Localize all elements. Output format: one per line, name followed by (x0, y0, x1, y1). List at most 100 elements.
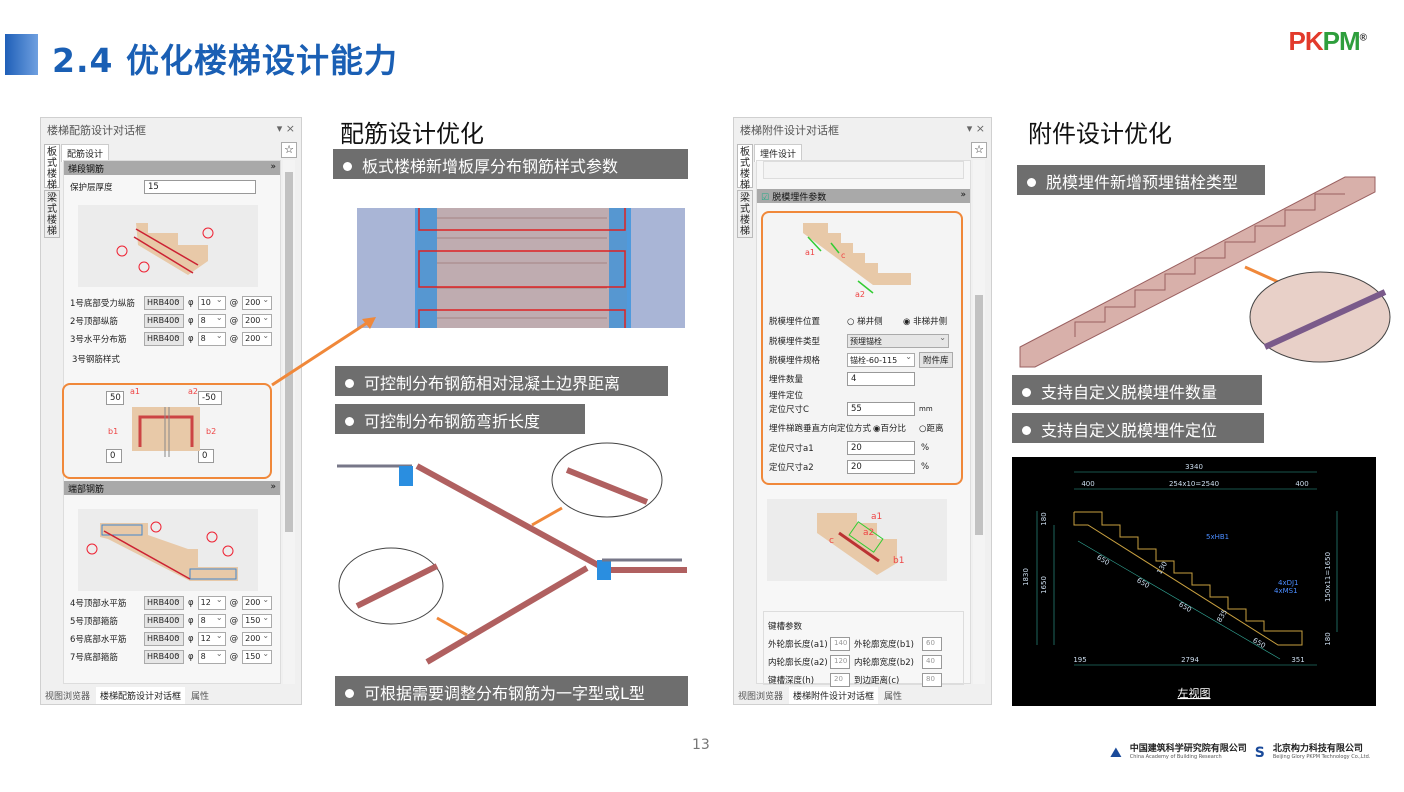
svg-text:b1: b1 (893, 556, 904, 566)
spacing-select[interactable]: 200 (242, 595, 273, 610)
groove-input[interactable]: 20 (830, 673, 850, 687)
grade-select[interactable]: HRB400 (144, 295, 184, 310)
radio-percent[interactable]: ◉百分比 (873, 424, 906, 434)
diameter-select[interactable]: 8 (197, 613, 226, 628)
vtab-beam-stair[interactable]: 梁式楼梯 (44, 190, 60, 238)
c-input[interactable]: 55 (847, 402, 915, 416)
diameter-select[interactable]: 12 (197, 595, 226, 610)
embed-spec-select[interactable]: 锚栓-60-115 (847, 352, 915, 367)
dialog-controls[interactable]: ▾ × (966, 122, 985, 135)
groove-row: 内轮廓长度(a2)120 内轮廓宽度(b2)40 (768, 654, 959, 670)
a2-input[interactable]: -50 (198, 391, 222, 405)
cad-dimension: 2794 (1181, 656, 1199, 664)
groove-input[interactable]: 40 (922, 655, 942, 669)
diameter-select[interactable]: 8 (197, 313, 226, 328)
tab-attachment-dialog[interactable]: 楼梯附件设计对话框 (789, 686, 879, 704)
groove-row: 外轮廓长度(a1)140 外轮廓宽度(b1)60 (768, 636, 959, 652)
rebar-row: 5号顶部箍筋 HRB400 φ 8 @ 150 (70, 613, 276, 629)
spacing-select[interactable]: 150 (242, 649, 273, 664)
a1-input[interactable]: 20 (847, 441, 915, 455)
section-flight-rebar[interactable]: 梯段钢筋» (64, 161, 280, 175)
caption-2: 可控制分布钢筋相对混凝土边界距离 (335, 366, 668, 396)
cover-input[interactable]: 15 (144, 180, 256, 194)
cad-dimension: 1830 (1022, 568, 1030, 586)
bottom-tabs: 视图浏览器楼梯附件设计对话框属性 (734, 686, 991, 704)
vtab-slab-stair[interactable]: 板式楼梯 (44, 144, 60, 191)
radio-well-side[interactable]: ○ 梯井侧 (847, 317, 883, 327)
section-end-rebar[interactable]: 端部钢筋» (64, 481, 280, 495)
cad-dimension: 180 (1324, 632, 1332, 645)
arrow-1 (271, 317, 376, 387)
grade-select[interactable]: HRB400 (144, 313, 184, 328)
embed-type-select[interactable]: 预埋锚栓 (847, 333, 949, 348)
spacing-select[interactable]: 200 (242, 631, 273, 646)
tab-view-browser[interactable]: 视图浏览器 (738, 691, 784, 702)
grade-select[interactable]: HRB400 (144, 595, 184, 610)
rebar-row: 6号底部水平筋 HRB400 φ 12 @ 200 (70, 631, 276, 647)
caption-r2: 支持自定义脱模埋件数量 (1012, 375, 1262, 405)
rebar-row: 1号底部受力纵筋 HRB400 φ 10 @ 200 (70, 295, 276, 311)
dialog-title: 楼梯附件设计对话框▾ × (740, 122, 985, 137)
attachment-design-dialog: 楼梯附件设计对话框▾ × 板式楼梯 梁式楼梯 埋件设计 ☆ ☑ 脱模埋件参数» … (733, 117, 992, 705)
groove-input[interactable]: 120 (830, 655, 850, 669)
groove-group: 键槽参数 外轮廓长度(a1)140 外轮廓宽度(b1)60 内轮廓长度(a2)1… (763, 611, 964, 687)
a2-input[interactable]: 20 (847, 460, 915, 474)
cabr-logo-icon: ⛰ (1110, 745, 1122, 761)
grade-select[interactable]: HRB400 (144, 649, 184, 664)
cad-dimension: 180 (1040, 512, 1048, 525)
cad-dimension: 650 (1177, 600, 1193, 614)
rebar-row: 2号顶部纵筋 HRB400 φ 8 @ 200 (70, 313, 276, 329)
radio-non-well-side[interactable]: ◉ 非梯井侧 (903, 317, 948, 327)
caption-r3: 支持自定义脱模埋件定位 (1012, 413, 1264, 443)
svg-text:c: c (841, 251, 845, 260)
section-demold-embed[interactable]: ☑ 脱模埋件参数» (757, 189, 970, 203)
spacing-select[interactable]: 150 (242, 613, 273, 628)
spacing-select[interactable]: 200 (242, 331, 273, 346)
spacing-select[interactable]: 200 (242, 313, 273, 328)
diameter-select[interactable]: 8 (197, 649, 226, 664)
diameter-select[interactable]: 12 (197, 631, 226, 646)
a1-input[interactable]: 50 (106, 391, 124, 405)
pkpm-logo: PKPM® (1288, 26, 1367, 56)
svg-text:c: c (829, 536, 834, 546)
library-button[interactable]: 附件库 (919, 352, 953, 368)
grade-select[interactable]: HRB400 (144, 331, 184, 346)
grade-select[interactable]: HRB400 (144, 613, 184, 628)
vtab-beam-stair[interactable]: 梁式楼梯 (737, 190, 753, 238)
tab-properties[interactable]: 属性 (191, 691, 210, 702)
rebar-design-dialog: 楼梯配筋设计对话框▾ × 板式楼梯 梁式楼梯 配筋设计 ☆ 梯段钢筋» 保护层厚… (40, 117, 302, 705)
tab-view-browser[interactable]: 视图浏览器 (45, 691, 91, 702)
groove-input[interactable]: 60 (922, 637, 942, 651)
tab-embed-design[interactable]: 埋件设计 (754, 144, 803, 162)
star-icon[interactable]: ☆ (281, 142, 297, 158)
svg-text:a1: a1 (871, 512, 882, 522)
end-rebar-diagram (78, 509, 258, 591)
star-icon[interactable]: ☆ (971, 142, 987, 158)
scrollbar[interactable] (283, 160, 295, 684)
diameter-select[interactable]: 8 (197, 331, 226, 346)
stair-3d-image (1019, 176, 1391, 368)
groove-input[interactable]: 140 (830, 637, 850, 651)
cad-dimension: 150x11=1650 (1324, 552, 1332, 602)
tab-rebar-dialog[interactable]: 楼梯配筋设计对话框 (96, 686, 186, 704)
pkpm-company-logo-icon: S (1254, 745, 1265, 761)
groove-input[interactable]: 80 (922, 673, 942, 687)
dialog-controls[interactable]: ▾ × (276, 122, 295, 135)
count-input[interactable]: 4 (847, 372, 915, 386)
spacing-select[interactable]: 200 (242, 295, 273, 310)
grade-select[interactable]: HRB400 (144, 631, 184, 646)
tab-rebar-design[interactable]: 配筋设计 (61, 144, 110, 162)
b1-input[interactable]: 0 (106, 449, 122, 463)
cad-dimension: 835 (1215, 608, 1229, 624)
tab-properties[interactable]: 属性 (884, 691, 903, 702)
rebar-row: 7号底部箍筋 HRB400 φ 8 @ 150 (70, 649, 276, 665)
b2-input[interactable]: 0 (198, 449, 214, 463)
diameter-select[interactable]: 10 (197, 295, 226, 310)
vtab-slab-stair[interactable]: 板式楼梯 (737, 144, 753, 191)
caption-1: 板式楼梯新增板厚分布钢筋样式参数 (333, 149, 688, 179)
scrollbar[interactable] (973, 160, 985, 684)
radio-distance[interactable]: ○距离 (919, 424, 944, 434)
